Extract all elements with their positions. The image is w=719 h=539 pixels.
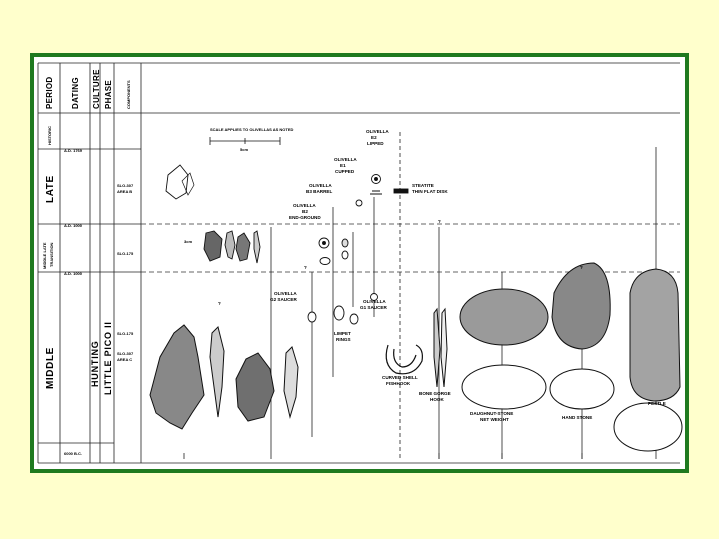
- component-slo307-b-2: AREA B: [117, 189, 132, 194]
- scale-bar: SCALE APPLIES TO OLIVELLAS AS NOTED 5cm: [209, 127, 294, 152]
- fishhook-artifact: [385, 344, 423, 375]
- label-olivella-lipped-1: OLIVELLA: [366, 129, 389, 134]
- scale-unit: 5cm: [240, 147, 248, 152]
- label-olivella-endground-1: OLIVELLA: [293, 203, 316, 208]
- label-olivella-lipped-3: LIPPED: [367, 141, 384, 146]
- table-grid: [37, 62, 680, 464]
- header-dating: DATING: [71, 77, 80, 109]
- date-6000bc: 6000 B.C.: [64, 451, 82, 456]
- label-olivella-barrel-1: OLIVELLA: [309, 183, 332, 188]
- component-slo175-a: SLO-175: [117, 251, 134, 256]
- time-lines: [141, 223, 680, 273]
- component-slo175-b: SLO-175: [117, 331, 134, 336]
- label-steatite-1: STEATITE: [412, 183, 434, 188]
- label-olivella-endground-3: END-GROUND: [289, 215, 321, 220]
- label-netweight-1: DAUGHNUT-STONE: [470, 411, 513, 416]
- date-1000-a: A.D. 1000: [64, 223, 83, 228]
- diagram-frame: PERIOD DATING CULTURE PHASE COMPONENTS H…: [30, 53, 689, 473]
- chronology-chart: PERIOD DATING CULTURE PHASE COMPONENTS H…: [37, 62, 683, 464]
- label-handstone: HAND STONE: [562, 415, 592, 420]
- header-period: PERIOD: [45, 77, 54, 109]
- small-points-group: [203, 230, 261, 264]
- olivella-labels: OLIVELLA E2 LIPPED OLIVELLA E1 CUPPED OL…: [270, 129, 448, 342]
- label-olivella-g2-2: G2 SAUCER: [270, 297, 297, 302]
- label-limpet-1: LIMPET: [334, 331, 351, 336]
- label-olivella-cupped-1: OLIVELLA: [334, 157, 357, 162]
- period-transition: TRANSITION: [49, 242, 54, 267]
- scale-note: SCALE APPLIES TO OLIVELLAS AS NOTED: [210, 127, 294, 132]
- bone-gorge-artifact: [433, 307, 448, 388]
- label-olivella-g2-1: OLIVELLA: [274, 291, 297, 296]
- label-fishhook-2: FISHHOOK: [386, 381, 411, 386]
- label-olivella-endground-2: B2: [302, 209, 308, 214]
- component-slo307-c-2: AREA C: [117, 357, 132, 362]
- bottom-marks: [183, 453, 583, 459]
- component-slo307-b-1: SLO-307: [117, 183, 134, 188]
- question-mark-4: ?: [304, 265, 307, 270]
- label-olivella-cupped-3: CUPPED: [335, 169, 355, 174]
- late-stone-artifact: [165, 164, 189, 200]
- label-limpet-2: RINGS: [336, 337, 351, 342]
- label-olivella-g1-1: OLIVELLA: [363, 299, 386, 304]
- period-middle-late: MIDDLE LATE: [42, 242, 47, 269]
- component-slo307-c-1: SLO-307: [117, 351, 134, 356]
- period-historic: HISTORIC: [47, 126, 52, 145]
- label-fishhook-1: CURVED SHELL: [382, 375, 418, 380]
- header-components: COMPONENTS: [126, 80, 131, 109]
- question-mark-2: ?: [438, 219, 441, 224]
- header-phase: PHASE: [104, 80, 113, 109]
- culture-hunting: HUNTING: [90, 340, 100, 387]
- period-middle: MIDDLE: [45, 347, 56, 389]
- label-gorge-2: HOOK: [430, 397, 444, 402]
- olivella-beads-group: [307, 174, 409, 325]
- question-mark-3: ?: [580, 265, 583, 270]
- large-points-group: [149, 324, 299, 430]
- label-olivella-barrel-2: B3 BARREL: [306, 189, 332, 194]
- label-olivella-g1-2: G1 SAUCER: [360, 305, 387, 310]
- question-mark-1: ?: [218, 301, 221, 306]
- label-gorge-1: BONE GORGE: [419, 391, 451, 396]
- date-1769: A.D. 1769: [64, 148, 83, 153]
- late-stone-flake: [181, 172, 195, 196]
- label-olivella-lipped-2: E2: [371, 135, 377, 140]
- label-steatite-2: THIN FLAT DISK: [412, 189, 448, 194]
- culture-phase: LITTLE PICO II: [103, 321, 113, 395]
- period-late: LATE: [45, 175, 56, 203]
- label-olivella-cupped-2: E1: [340, 163, 346, 168]
- ground-stones-group: [459, 262, 683, 452]
- header-culture: CULTURE: [92, 69, 101, 109]
- label-pestle: PESTLE: [648, 401, 666, 406]
- date-1000-b: A.D. 1000: [64, 271, 83, 276]
- label-3cm: 3cm: [184, 239, 192, 244]
- label-netweight-2: NET WEIGHT: [480, 417, 509, 422]
